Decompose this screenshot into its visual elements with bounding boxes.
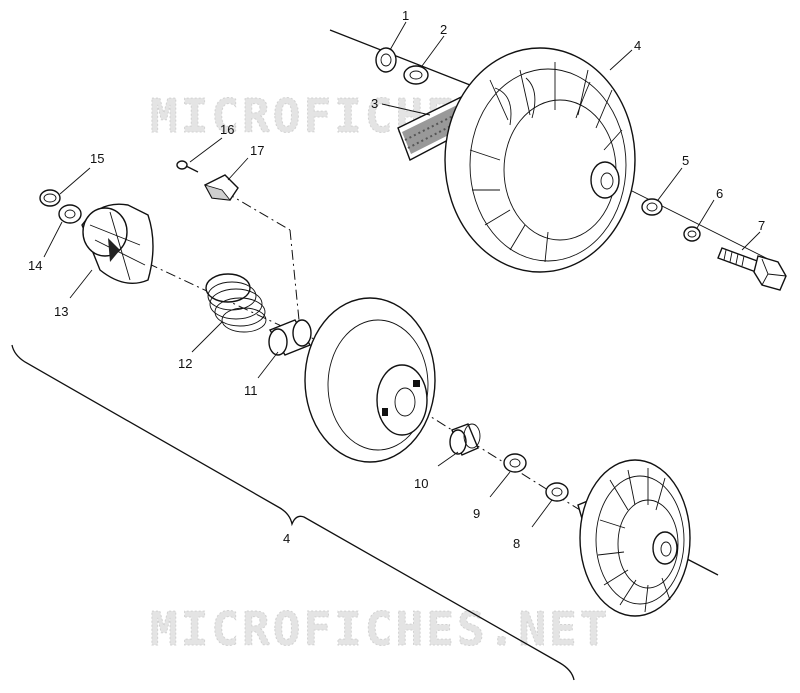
callout-labels: 1 2 3 4 5 6 7 8 9 10 11 12 13 14 15 16 1… bbox=[28, 8, 765, 551]
part-8-washer bbox=[545, 482, 569, 502]
callout-17: 17 bbox=[250, 143, 264, 158]
callout-6: 6 bbox=[716, 186, 723, 201]
callout-3: 3 bbox=[371, 96, 378, 111]
part-11-bushing bbox=[268, 319, 312, 356]
part-4-stationary-sheave bbox=[444, 47, 636, 273]
callout-5: 5 bbox=[682, 153, 689, 168]
part-moveable-sheave bbox=[304, 297, 436, 463]
part-6-lock-washer bbox=[683, 226, 701, 242]
callout-4-assembly: 4 bbox=[283, 531, 290, 546]
assembly-bracket bbox=[11, 344, 575, 681]
part-5-washer bbox=[641, 198, 663, 216]
callout-15: 15 bbox=[90, 151, 104, 166]
callout-1: 1 bbox=[402, 8, 409, 23]
callout-16: 16 bbox=[220, 122, 234, 137]
callout-2: 2 bbox=[440, 22, 447, 37]
part-12-spring bbox=[205, 273, 267, 333]
callout-11: 11 bbox=[244, 383, 258, 398]
part-drive-sheave bbox=[577, 459, 691, 617]
part-2-washer bbox=[403, 65, 429, 85]
part-14-washer bbox=[58, 204, 82, 224]
callout-12: 12 bbox=[178, 356, 192, 371]
callout-leaders bbox=[43, 21, 761, 528]
part-15-snap-ring bbox=[39, 189, 61, 207]
callout-7: 7 bbox=[758, 218, 765, 233]
callout-10: 10 bbox=[414, 476, 428, 491]
part-1-bushing bbox=[375, 47, 397, 73]
part-10-bushing bbox=[449, 423, 481, 456]
part-17-button bbox=[204, 174, 239, 201]
callout-14: 14 bbox=[28, 258, 42, 273]
part-16-screw bbox=[176, 160, 199, 173]
part-9-washer bbox=[503, 453, 527, 473]
callout-9: 9 bbox=[473, 506, 480, 521]
part-13-cam bbox=[81, 203, 154, 284]
part-7-bolt bbox=[717, 247, 787, 291]
watermark-bottom: MICROFICHES.NET bbox=[150, 602, 610, 656]
callout-4-top: 4 bbox=[634, 38, 641, 53]
callout-13: 13 bbox=[54, 304, 68, 319]
callout-8: 8 bbox=[513, 536, 520, 551]
